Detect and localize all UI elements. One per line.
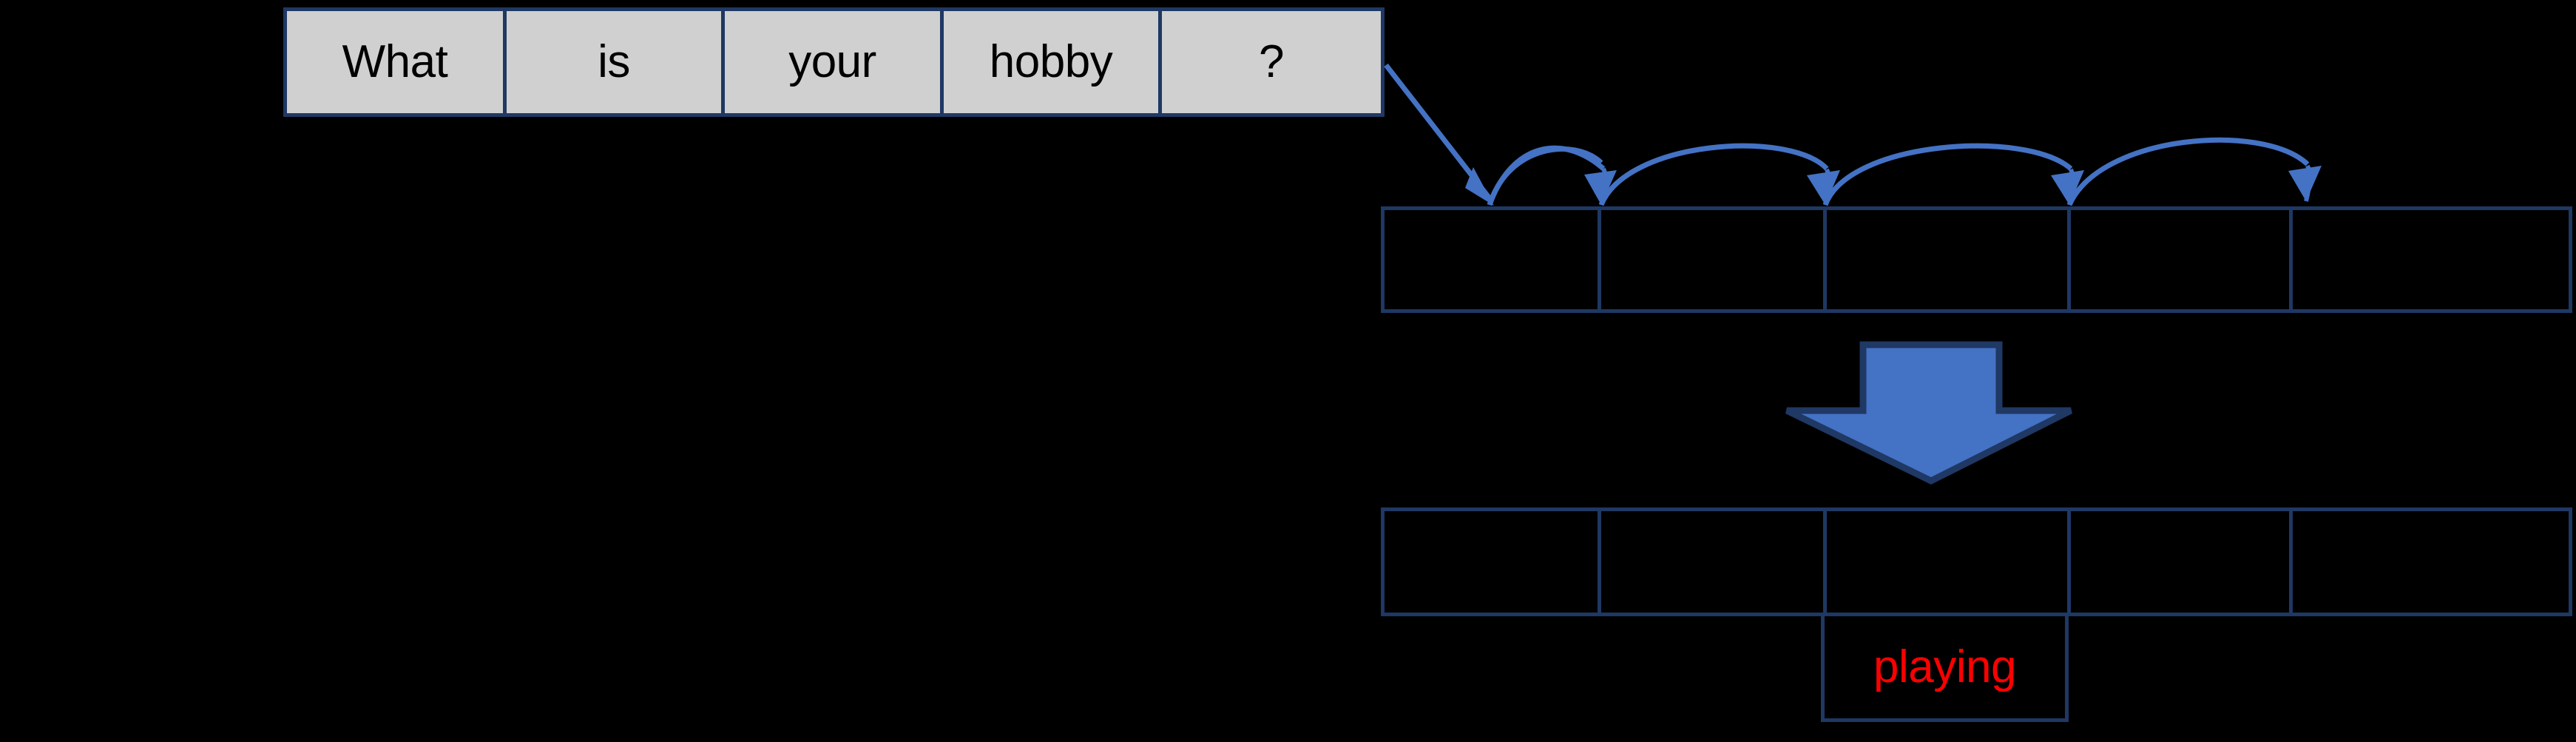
source-sentence-row: What is your hobby ?: [283, 7, 1385, 117]
decoder-cell-5[interactable]: [2293, 511, 2569, 613]
source-cell-1-label: What: [342, 36, 448, 87]
decoder-state-row: [1381, 507, 2572, 616]
encoder-cell-5[interactable]: [2293, 210, 2569, 309]
source-cell-4[interactable]: hobby: [944, 11, 1163, 113]
decoder-cell-4[interactable]: [2071, 511, 2293, 613]
recurrent-hop-arrow-1: [1487, 145, 1617, 206]
source-cell-5[interactable]: ?: [1162, 11, 1381, 113]
recurrent-hop-arrow-4: [2066, 137, 2322, 206]
source-cell-3[interactable]: your: [725, 11, 944, 113]
encoder-to-decoder-arrow: [1785, 341, 2073, 485]
source-cell-4-label: hobby: [989, 36, 1113, 87]
decoder-cell-2[interactable]: [1601, 511, 1827, 613]
source-cell-2-label: is: [598, 36, 630, 87]
encoder-cell-4[interactable]: [2071, 210, 2293, 309]
predicted-word-label: playing: [1873, 641, 2016, 692]
recurrent-hop-arrow-3: [1822, 143, 2084, 206]
predicted-word-cell[interactable]: playing: [1821, 615, 2069, 722]
decoder-cell-1[interactable]: [1385, 511, 1601, 613]
encoder-cell-3[interactable]: [1827, 210, 2071, 309]
encoder-cell-2[interactable]: [1601, 210, 1827, 309]
source-to-encoder-arrow: [1384, 63, 1494, 206]
decoder-cell-3[interactable]: [1827, 511, 2071, 613]
source-cell-5-label: ?: [1259, 36, 1284, 87]
encoder-state-row: [1381, 206, 2572, 313]
source-cell-3-label: your: [788, 36, 876, 87]
source-cell-2[interactable]: is: [507, 11, 726, 113]
recurrent-hop-arrow-2: [1598, 143, 1840, 206]
encoder-cell-1[interactable]: [1385, 210, 1601, 309]
source-cell-1[interactable]: What: [287, 11, 507, 113]
